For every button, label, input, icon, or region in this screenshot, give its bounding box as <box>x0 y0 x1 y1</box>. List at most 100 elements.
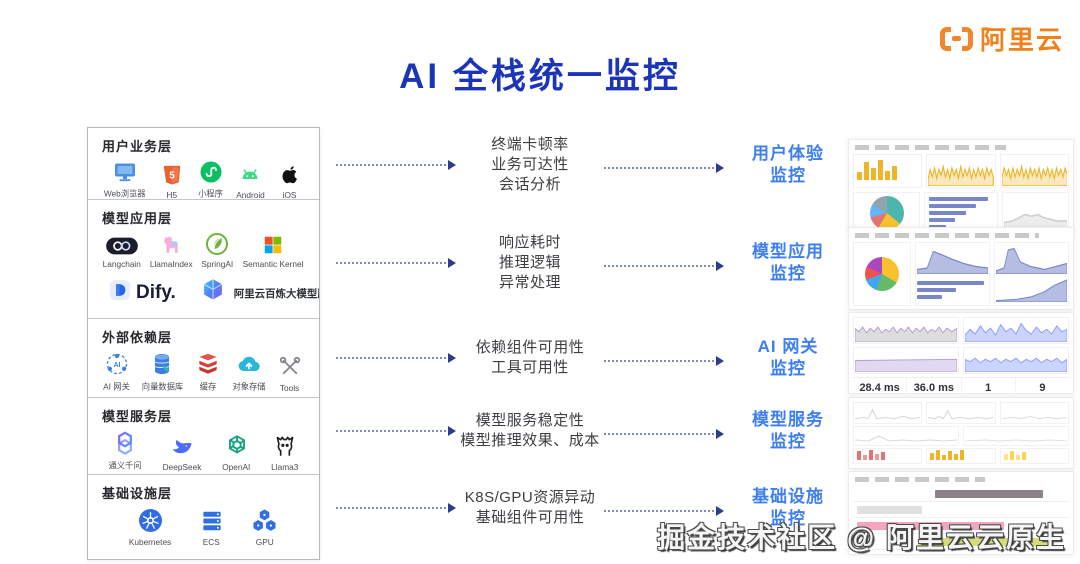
miniprogram-icon <box>199 160 223 184</box>
flow-arrow <box>604 506 724 516</box>
stack-item: 5 H5 <box>157 163 187 199</box>
stack-item-bailian: 阿里云百炼大模型服务 <box>200 277 319 308</box>
item-label: Llama3 <box>271 462 299 472</box>
object-storage-icon <box>235 351 263 377</box>
tools-icon <box>277 354 303 380</box>
alibaba-cloud-bracket-icon <box>939 26 973 51</box>
monitor-label-infrastructure: 基础设施 监控 <box>752 487 824 528</box>
flow-arrow <box>336 160 456 170</box>
bailian-icon <box>200 277 226 308</box>
openai-icon <box>224 433 250 459</box>
layer-name: 外部依赖层 <box>102 330 173 345</box>
stack-item: 对象存储 <box>231 351 267 393</box>
layer-infrastructure: 基础设施层 Kubernetes ECS GPU <box>88 474 319 560</box>
item-label: ECS <box>202 537 221 547</box>
stack-item: 通义千问 <box>107 430 143 472</box>
item-label: AI 网关 <box>103 382 131 392</box>
item-label: LlamaIndex <box>149 259 193 269</box>
item-label: 向量数据库 <box>141 382 184 392</box>
ecs-icon <box>199 508 225 534</box>
stack-item: ECS <box>197 508 227 547</box>
stack-item: Kubernetes <box>127 507 173 547</box>
metrics-model-service: 模型服务稳定性 模型推理效果、成本 <box>460 412 600 449</box>
flow-arrow <box>336 258 456 268</box>
alibaba-cloud-logo: 阿里云 <box>939 20 1064 57</box>
monitor-label-ai-gateway: AI 网关 监控 <box>757 337 819 378</box>
item-label: Android <box>235 190 265 199</box>
flow-arrow <box>604 356 724 366</box>
item-label: 小程序 <box>198 189 224 199</box>
llamaindex-icon <box>159 234 183 256</box>
stat-value: 1 <box>960 378 1015 393</box>
pie-chart <box>869 196 904 230</box>
item-label: H5 <box>166 190 178 199</box>
layer-user-business: 用户业务层 Web浏览器 5 H5 小程序 Android <box>88 128 319 199</box>
tongyi-icon <box>112 430 138 456</box>
android-icon <box>237 163 263 187</box>
stack-item-dify: Dify. <box>108 278 176 307</box>
stack-item: Android <box>235 163 266 199</box>
stack-item: OpenAI <box>221 433 252 472</box>
item-label: SpringAI <box>201 259 234 269</box>
dashboard-thumbnail-infrastructure <box>848 471 1074 555</box>
stack-item: Llama3 <box>270 433 300 472</box>
metrics-model-application: 响应耗时 推理逻辑 异常处理 <box>498 234 561 291</box>
stack-item: Web浏览器 <box>102 160 147 199</box>
item-label: Langchain <box>102 259 141 269</box>
gateway-stats-row: 28.4 ms 36.0 ms 1 9 <box>853 377 1069 394</box>
item-label: 缓存 <box>199 382 217 392</box>
semantic-kernel-icon <box>262 234 284 256</box>
llama3-icon <box>272 433 298 459</box>
page-title: AI 全栈统一监控 <box>399 57 681 96</box>
pie-chart <box>865 257 899 291</box>
stack-item: LlamaIndex <box>148 234 195 269</box>
stack-item: SpringAI <box>200 232 235 269</box>
vector-db-icon <box>150 351 174 377</box>
stack-item: GPU <box>250 507 280 547</box>
svg-text:5: 5 <box>169 171 175 182</box>
metrics-user-business: 终端卡顿率 业务可达性 会话分析 <box>491 136 569 193</box>
dify-wordmark: Dify. <box>136 281 176 303</box>
item-label: 通义千问 <box>108 461 142 471</box>
thumbnail-tabs <box>855 145 1007 150</box>
dify-icon <box>108 278 132 307</box>
ai-gateway-icon: AI <box>104 351 130 377</box>
stack-item: Semantic Kernel <box>240 234 306 269</box>
flow-arrow <box>336 353 456 363</box>
layer-name: 用户业务层 <box>102 139 173 154</box>
item-label: Kubernetes <box>129 537 172 547</box>
dashboard-thumbnail-ai-gateway: 28.4 ms 36.0 ms 1 9 <box>848 312 1074 394</box>
metrics-external-dependency: 依赖组件可用性 工具可用性 <box>475 339 585 376</box>
flow-arrow <box>604 429 724 439</box>
monitor-label-user-experience: 用户体验 监控 <box>752 144 824 185</box>
item-label: Web浏览器 <box>104 189 146 199</box>
stack-item: Langchain <box>101 236 143 269</box>
layer-name: 模型应用层 <box>102 211 173 226</box>
gpu-icon <box>251 507 278 534</box>
monitor-label-model-application: 模型应用 监控 <box>752 242 824 283</box>
layer-external-dependency: 外部依赖层 AI AI 网关 向量数据库 缓存 对象存储 <box>88 318 319 397</box>
flow-arrow <box>336 426 456 436</box>
deepseek-icon <box>168 435 196 459</box>
stack-item: AI AI 网关 <box>102 351 132 393</box>
item-label: Tools <box>280 383 300 393</box>
svg-text:AI: AI <box>113 362 120 369</box>
item-label: 对象存储 <box>232 382 266 392</box>
layer-name: 模型服务层 <box>102 409 173 424</box>
flow-arrow <box>336 503 456 513</box>
watermark: 掘金技术社区 @ 阿里云云原生 <box>657 522 1066 553</box>
h5-icon: 5 <box>161 163 183 187</box>
kubernetes-icon <box>137 507 164 534</box>
item-label: OpenAI <box>222 462 251 472</box>
dashboard-thumbnail-user-experience <box>848 139 1074 233</box>
layer-model-application: 模型应用层 Langchain LlamaIndex SpringAI Sema… <box>88 199 319 318</box>
apple-icon <box>278 163 302 187</box>
stat-value: 28.4 ms <box>859 382 900 394</box>
stack-item: iOS <box>275 163 305 199</box>
item-label: iOS <box>282 190 297 199</box>
langchain-icon <box>105 236 139 256</box>
dashboard-thumbnail-model-application <box>848 227 1074 310</box>
layer-model-service: 模型服务层 通义千问 DeepSeek OpenAI Llama3 <box>88 397 319 474</box>
flow-arrow <box>604 261 724 271</box>
